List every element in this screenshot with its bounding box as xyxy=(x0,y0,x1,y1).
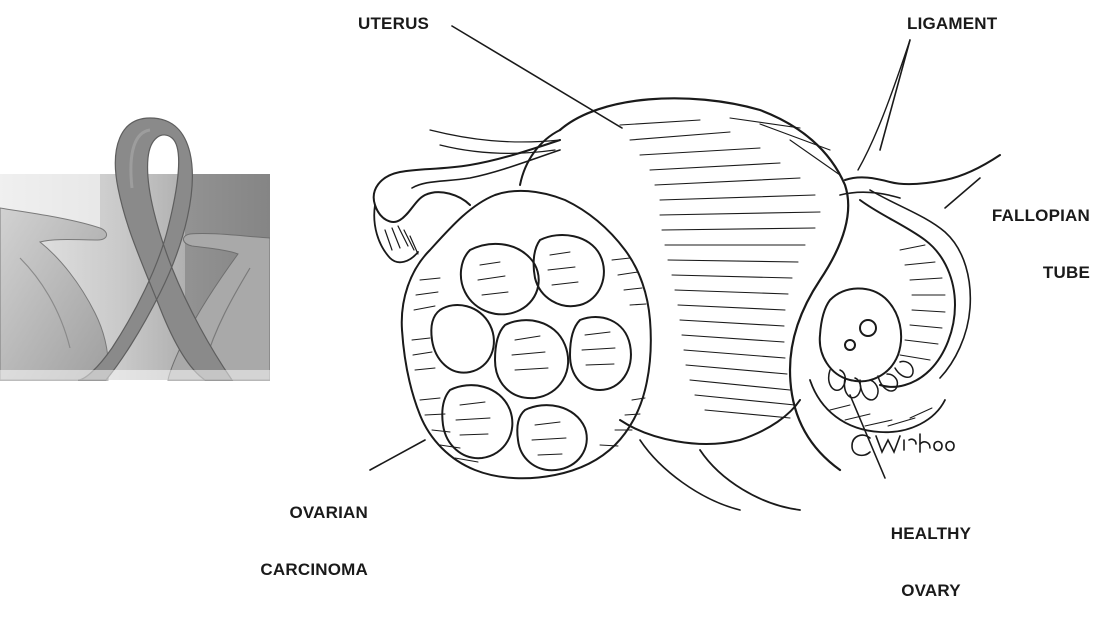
leader-fallopian xyxy=(945,178,980,208)
fimbriae xyxy=(829,361,913,400)
label-ovarian-line1: OVARIAN xyxy=(240,503,368,522)
leader-ovarian xyxy=(370,440,425,470)
label-fallopian-line1: FALLOPIAN xyxy=(980,206,1090,225)
label-fallopian-tube: FALLOPIAN TUBE xyxy=(980,168,1090,320)
label-ovarian-carcinoma: OVARIAN CARCINOMA xyxy=(240,465,368,617)
leader-ligament xyxy=(880,40,910,150)
label-uterus: UTERUS xyxy=(358,14,429,33)
label-ligament: LIGAMENT xyxy=(907,14,997,33)
uterus-hatching xyxy=(620,118,840,418)
diagram-stage: UTERUS LIGAMENT FALLOPIAN TUBE OVARIAN C… xyxy=(0,0,1094,531)
label-healthy-line1: HEALTHY xyxy=(876,524,986,543)
label-fallopian-line2: TUBE xyxy=(980,263,1090,282)
label-healthy-line2: OVARY xyxy=(876,581,986,600)
ovarian-carcinoma-mass xyxy=(402,191,651,478)
label-healthy-ovary: HEALTHY OVARY xyxy=(876,486,986,638)
healthy-ovary xyxy=(820,288,901,381)
uterus-body xyxy=(560,98,848,470)
label-ovarian-line2: CARCINOMA xyxy=(240,560,368,579)
uterus-anatomy-drawing xyxy=(0,0,1094,531)
carcinoma-hatching xyxy=(412,252,646,462)
leader-uterus xyxy=(452,26,622,128)
artist-signature xyxy=(852,434,954,455)
